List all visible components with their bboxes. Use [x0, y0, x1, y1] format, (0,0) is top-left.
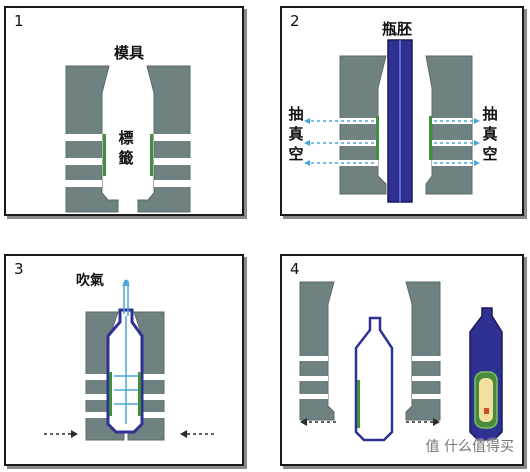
label-strip-right: [150, 134, 153, 176]
step-number: 2: [290, 12, 300, 30]
vacuum-label-right: 抽真空: [482, 105, 498, 163]
preform-label: 瓶胚: [382, 20, 413, 38]
step-1-panel: 1 模具 標籤: [4, 6, 244, 216]
right-mold-half: [425, 55, 473, 195]
blow-molding-diagram: [44, 279, 214, 441]
blow-air-label: 吹氣: [76, 273, 104, 289]
step-number: 4: [290, 260, 300, 278]
mold-label: 模具: [114, 44, 145, 62]
step-3-panel: 3 吹氣: [4, 254, 244, 466]
mold-diagram: [64, 65, 192, 213]
watermark: 值 什么值得买: [425, 439, 514, 455]
label-strip-left: [103, 134, 106, 176]
vacuum-diagram: [304, 39, 480, 203]
step-4-panel: 4 值 什么值得买: [280, 254, 524, 466]
step-number: 3: [14, 260, 24, 278]
left-mold-half: [299, 281, 335, 421]
expanded-bottle: [106, 308, 144, 434]
step-2-panel: 2 瓶胚 抽真空 抽真空: [280, 6, 524, 216]
demold-diagram: [298, 281, 503, 442]
left-mold-half: [339, 55, 387, 195]
vacuum-label-left: 抽真空: [288, 105, 304, 163]
step-number: 1: [14, 12, 24, 30]
right-mold-half: [405, 281, 441, 421]
finished-bottle-outline: [354, 316, 394, 442]
label-text: 標籤: [118, 129, 134, 167]
